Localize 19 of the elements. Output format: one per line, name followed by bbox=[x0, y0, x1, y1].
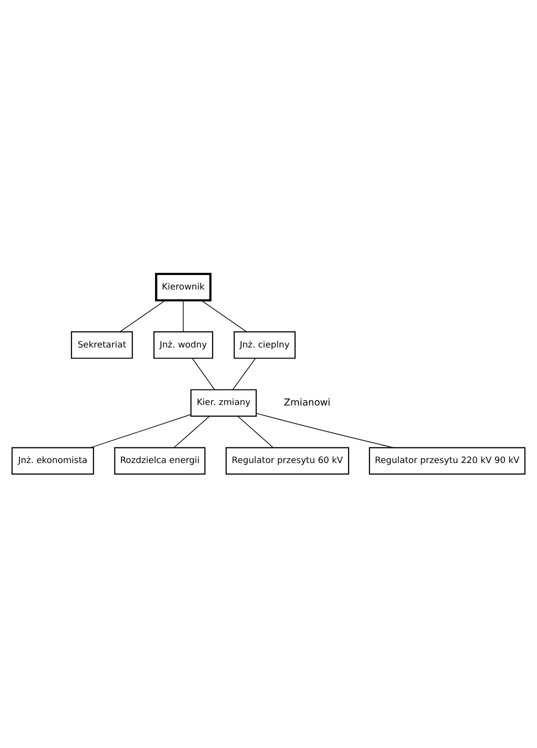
node-box: Regulator przesytu 60 kV bbox=[226, 447, 350, 475]
connector bbox=[200, 300, 247, 332]
connector bbox=[120, 300, 166, 332]
connector bbox=[90, 414, 192, 448]
node-box: Jnż. wodny bbox=[153, 331, 214, 359]
connector bbox=[256, 412, 394, 448]
connector bbox=[232, 358, 256, 390]
node-box: Jnż. ekonomista bbox=[12, 447, 94, 475]
node-box: Kier. zmiany bbox=[190, 389, 257, 417]
node-box: Rozdzielca energii bbox=[114, 447, 206, 475]
connector bbox=[174, 416, 210, 448]
label: Zmianowi bbox=[284, 397, 330, 408]
node-box: Sekretariat bbox=[70, 331, 133, 359]
node-box: Kierownik bbox=[155, 272, 212, 302]
node-box: Regulator przesytu 220 kV 90 kV bbox=[368, 447, 526, 475]
connector bbox=[192, 358, 216, 390]
connector bbox=[237, 416, 274, 448]
node-box: Jnż. cieplny bbox=[234, 331, 296, 359]
connector bbox=[182, 300, 184, 332]
